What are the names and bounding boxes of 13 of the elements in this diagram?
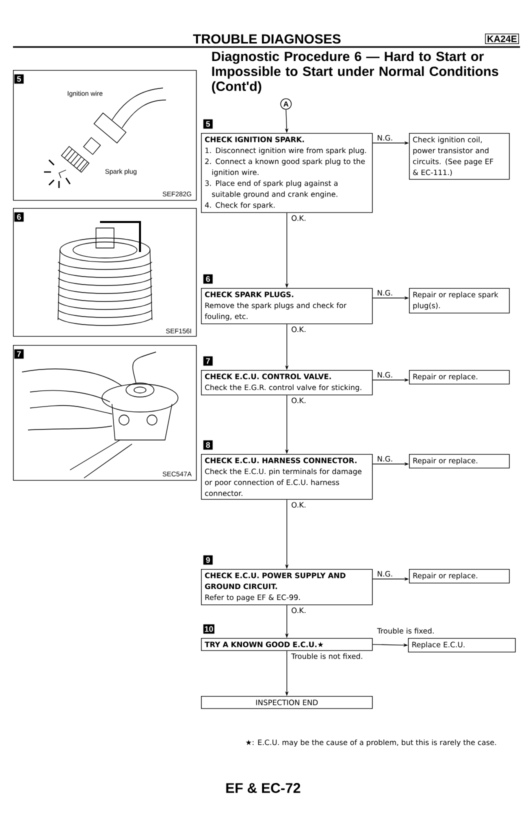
- engine-code: KA24E: [485, 34, 519, 44]
- step-number: 10: [203, 624, 214, 634]
- step-number: 6: [14, 212, 24, 222]
- step-number: 8: [203, 440, 213, 450]
- step-number: 7: [203, 356, 213, 366]
- step-number: 5: [14, 74, 24, 84]
- title: Diagnostic Procedure 6 — Hard to Start or Impossible to Start under Normal Conditions (Cont'd): [212, 51, 498, 94]
- step-number: 6: [203, 274, 213, 284]
- step-number: 7: [14, 349, 24, 359]
- step-number: 9: [203, 555, 213, 565]
- step-number: 5: [203, 119, 213, 129]
- page-number: EF & EC-72: [226, 783, 300, 793]
- page-header: TROUBLE DIAGNOSES: [193, 34, 341, 44]
